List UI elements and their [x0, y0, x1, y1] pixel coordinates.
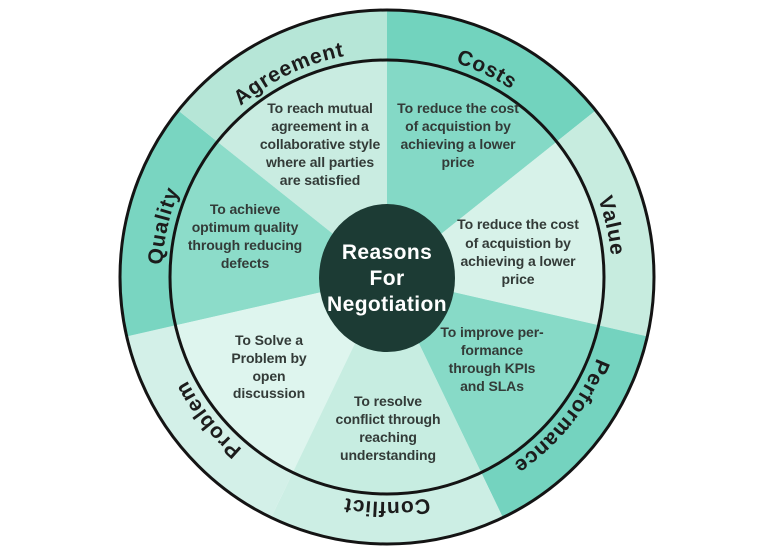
conflict-label: Conflict: [342, 493, 432, 520]
quality-description-line: through reducing: [188, 237, 302, 253]
problem-description-line: Problem by: [231, 350, 307, 366]
conflict-description-line: understanding: [340, 447, 436, 463]
conflict-inner-sector: [292, 277, 482, 495]
agreement-description-line: agreement in a: [271, 118, 369, 134]
center-title-line: Negotiation: [327, 293, 447, 316]
performance-description-line: through KPIs: [449, 360, 536, 376]
performance-description-line: and SLAs: [460, 378, 524, 394]
center-circle-shape: [319, 204, 455, 352]
costs-description-line: of acquistion by: [405, 118, 511, 134]
agreement-description-line: collaborative style: [260, 136, 381, 152]
segment-descriptions: To reduce the cost of acquistion by achi…: [188, 100, 579, 463]
conflict-description-line: conflict through: [336, 411, 441, 427]
costs-description-line: achieving a lower: [400, 136, 516, 152]
quality-description-line: defects: [221, 255, 270, 271]
performance-description-line: To improve per-: [440, 324, 544, 340]
performance-description-line: formance: [461, 342, 524, 358]
center-title-line: For: [369, 267, 404, 290]
problem-description-line: open: [252, 368, 285, 384]
costs-description-line: price: [442, 154, 475, 170]
value-description-line: price: [502, 271, 535, 287]
inner-circle-outline: [168, 58, 606, 496]
conflict-description-line: To resolve: [354, 393, 422, 409]
quality-description-line: To achieve: [210, 201, 281, 217]
conflict-description-line: reaching: [359, 429, 417, 445]
value-description-line: To reduce the cost: [457, 216, 579, 232]
value-description-line: of acquistion by: [465, 235, 571, 251]
agreement-description-line: are satisfied: [280, 172, 360, 188]
costs-description-line: To reduce the cost: [397, 100, 519, 116]
outer-circle-outline: [118, 8, 656, 546]
problem-description-line: To Solve a: [235, 332, 303, 348]
quality-description-line: optimum quality: [192, 219, 299, 235]
agreement-description-line: To reach mutual: [267, 100, 373, 116]
value-description-line: achieving a lower: [460, 253, 576, 269]
problem-description-line: discussion: [233, 385, 305, 401]
center-title-line: Reasons: [342, 241, 432, 264]
center-circle: Reasons For Negotiation: [319, 204, 455, 352]
agreement-description-line: where all parties: [265, 154, 374, 170]
